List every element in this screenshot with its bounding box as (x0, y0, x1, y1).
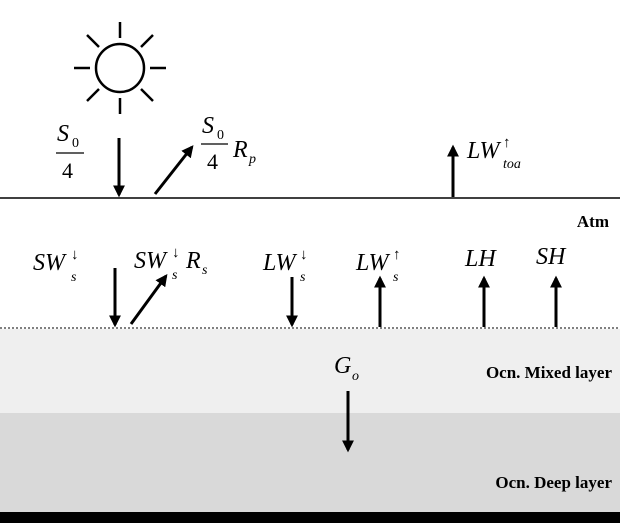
sw-reflected-factor-sub: s (202, 263, 208, 278)
reflected-toa-arrow (153, 145, 194, 195)
sw-reflected-label: SW ↓ s R s (134, 245, 208, 283)
lw-up-base: LW (355, 250, 390, 276)
atm-label: Atm (577, 212, 609, 231)
reflected-toa-label: S 0 4 R p (201, 113, 256, 174)
olr-sub: toa (503, 157, 521, 172)
ocean-mixed-layer-label: Ocn. Mixed layer (486, 363, 613, 382)
solar-in-denominator: 4 (62, 158, 73, 183)
sw-down-sub: s (71, 270, 77, 285)
reflected-toa-denominator: 4 (207, 149, 218, 174)
lw-up-sub: s (393, 270, 399, 285)
ocean-deep-layer (0, 413, 620, 512)
reflected-toa-numerator-sub: 0 (217, 128, 224, 143)
sw-down-sup: ↓ (71, 247, 79, 263)
olr-sup: ↑ (503, 135, 511, 151)
lw-up-sup: ↑ (393, 247, 401, 263)
ocean-flux-sub: o (352, 369, 359, 384)
sw-down-label: SW ↓ s (33, 247, 79, 285)
sw-reflected-factor: R (185, 248, 201, 274)
sw-down-base: SW (33, 250, 67, 276)
solar-in-label: S 0 4 (56, 121, 84, 183)
lw-down-sup: ↓ (300, 247, 308, 263)
lw-down-base: LW (262, 250, 297, 276)
ocean-deep-layer-label: Ocn. Deep layer (495, 473, 612, 492)
sw-reflected-sub: s (172, 268, 178, 283)
solar-in-numerator: S (57, 121, 69, 147)
ocean-bottom-band (0, 512, 620, 523)
lw-down-label: LW ↓ s (262, 247, 308, 285)
sun-icon (74, 22, 166, 114)
solar-in-numerator-sub: 0 (72, 136, 79, 151)
lw-down-sub: s (300, 270, 306, 285)
olr-label: LW ↑ toa (466, 135, 521, 172)
reflected-toa-factor: R (232, 137, 248, 163)
olr-base: LW (466, 138, 501, 164)
ocean-flux-base: G (334, 353, 351, 379)
sw-reflected-arrow (129, 274, 168, 325)
reflected-toa-numerator: S (202, 113, 214, 139)
lw-up-label: LW ↑ s (355, 247, 401, 285)
sw-reflected-sup: ↓ (172, 245, 180, 261)
sensible-heat-label: SH (536, 244, 567, 270)
latent-heat-label: LH (464, 246, 497, 272)
ocean-mixed-layer (0, 329, 620, 413)
ocean-flux-label: G o (334, 353, 359, 384)
reflected-toa-factor-sub: p (248, 152, 256, 167)
sw-reflected-base: SW (134, 248, 168, 274)
